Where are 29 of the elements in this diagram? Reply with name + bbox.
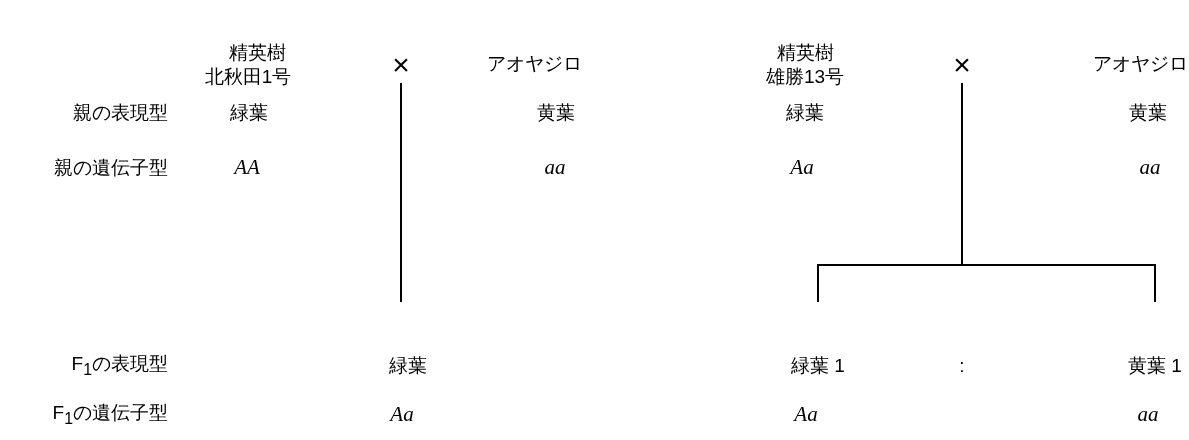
parent-name: 精英樹 xyxy=(228,42,286,64)
parent-name: アオヤジロ xyxy=(486,53,582,75)
parent-name: 北秋田1号 xyxy=(204,66,292,88)
parent-name: アオヤジロ xyxy=(1092,53,1188,75)
offspring-phenotype: 緑葉 xyxy=(389,355,427,377)
genotype-label: Aa xyxy=(390,403,414,427)
offspring-phenotype: 緑葉 1 xyxy=(791,355,845,377)
parent-name: 雄勝13号 xyxy=(765,66,845,88)
genotype-label: aa xyxy=(1137,403,1159,427)
row-heading: 親の遺伝子型 xyxy=(54,157,168,179)
row-heading: F$_{1}$の表現型 xyxy=(71,353,168,379)
offspring-phenotype: 黄葉 1 xyxy=(1128,355,1182,377)
parent-name: 精英樹 xyxy=(776,42,834,64)
cross-line xyxy=(961,82,1156,303)
phenotype-label: 緑葉 xyxy=(786,102,824,124)
cross-symbol: × xyxy=(392,47,410,81)
row-heading: F$_{1}$の遺伝子型 xyxy=(52,402,168,428)
genotype-label: AA xyxy=(234,156,260,180)
phenotype-label: 黄葉 xyxy=(537,102,575,124)
row-heading: 親の表現型 xyxy=(73,102,168,124)
genotype-label: Aa xyxy=(794,403,818,427)
cross-symbol: × xyxy=(953,47,971,81)
genotype-label: aa xyxy=(544,156,566,180)
ratio-colon: : xyxy=(959,355,965,377)
phenotype-label: 黄葉 xyxy=(1129,102,1167,124)
genotype-label: Aa xyxy=(790,156,814,180)
genotype-label: aa xyxy=(1139,156,1161,180)
phenotype-label: 緑葉 xyxy=(230,102,268,124)
cross-line xyxy=(400,82,402,303)
